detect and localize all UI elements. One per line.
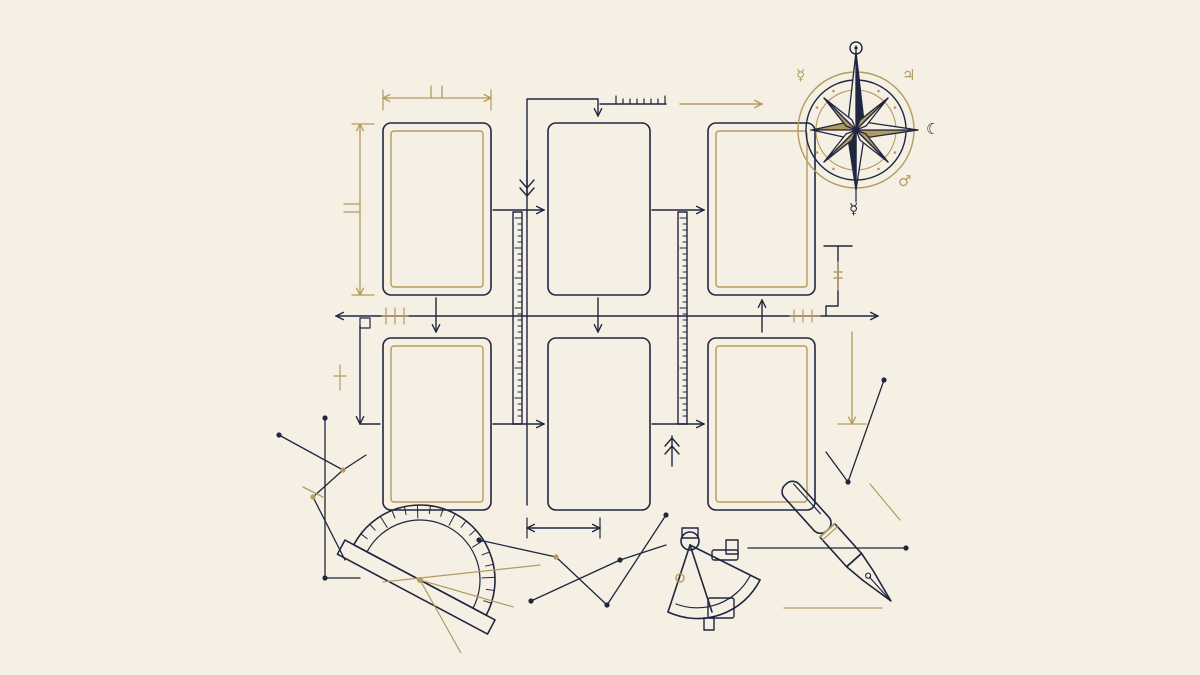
- panel-1: [382, 122, 492, 296]
- panel-5: [547, 337, 651, 511]
- panel-grid: [382, 122, 816, 511]
- fountain-pen-icon: [781, 480, 892, 602]
- sextant-icon: [667, 527, 761, 631]
- panel-4: [382, 337, 492, 511]
- gold-dimensions: [333, 85, 883, 609]
- glyph-lower-right: ♂: [898, 172, 911, 190]
- compass-rose-icon: [797, 41, 919, 203]
- ruler-right: [677, 211, 688, 425]
- ruler-left: [512, 211, 523, 425]
- top-bracket-arrow: [526, 98, 598, 506]
- compass-glyphs: ☿ ♃ ☾ ♂ ☿: [796, 66, 939, 218]
- double-chevron-up-icon: [664, 435, 680, 467]
- glyph-bottom: ☿: [849, 200, 858, 218]
- panel-2: [547, 122, 651, 296]
- constellation-lines: [276, 377, 909, 608]
- glyph-right: ☾: [926, 120, 939, 138]
- glyph-upper-left: ☿: [796, 66, 805, 84]
- panel-3: [707, 122, 816, 296]
- panel-6: [707, 337, 816, 511]
- protractor-icon: [336, 504, 514, 654]
- double-chevron-down-icon: [519, 159, 535, 197]
- constellation-dots: [276, 377, 909, 608]
- flow-connectors: [336, 95, 878, 539]
- glyph-upper-right: ♃: [902, 66, 915, 84]
- top-tick-marks: [615, 95, 666, 105]
